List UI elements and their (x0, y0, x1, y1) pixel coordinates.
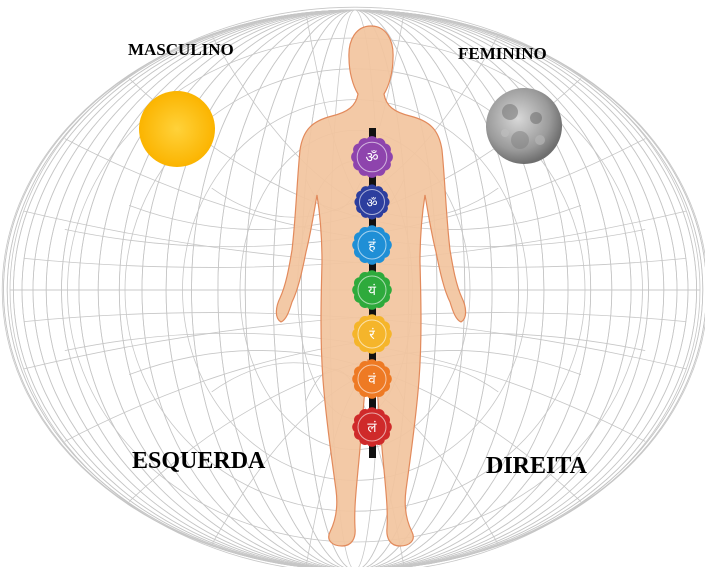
crown-chakra-glyph: ॐ (365, 149, 378, 166)
third-eye-chakra-glyph: ॐ (367, 196, 378, 210)
masculine-label: MASCULINO (128, 40, 234, 60)
heart-chakra-glyph: यं (368, 283, 377, 299)
throat-chakra-glyph: हं (368, 238, 376, 254)
sacral-chakra-glyph: वं (368, 372, 376, 388)
root-chakra-glyph: लं (367, 420, 377, 436)
moon-icon (486, 88, 562, 164)
left-label: ESQUERDA (132, 448, 265, 475)
feminine-label: FEMININO (458, 44, 547, 64)
right-label: DIREITA (486, 453, 587, 480)
solar-plexus-chakra-glyph: रं (369, 327, 375, 343)
sun-icon (139, 91, 215, 167)
